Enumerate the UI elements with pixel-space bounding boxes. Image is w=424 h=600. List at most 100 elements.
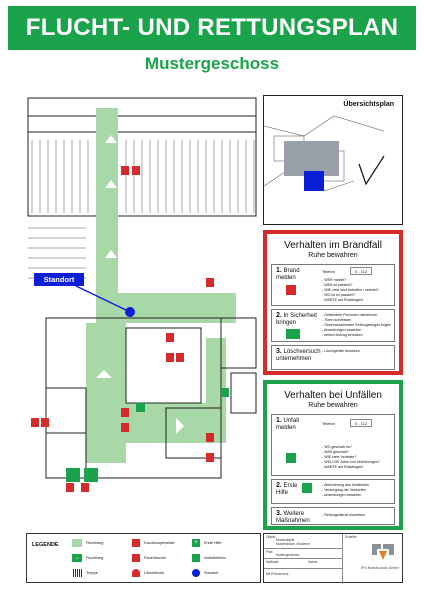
step-label-2: unternehmen [276, 356, 312, 362]
datum-label: Datum [308, 560, 318, 564]
fire-extinguisher-icon [132, 554, 140, 562]
legend: LEGENDE Fluchtweg →Fluchtweg Treppe Druc… [26, 533, 261, 583]
overview-map [264, 115, 385, 192]
step-label: In Sicherheit [283, 313, 317, 319]
list-item: WAS ist passiert? [322, 283, 391, 288]
massstab-label: Maßstab [266, 560, 279, 564]
step-number: 2. [276, 312, 282, 319]
phone-number: 0 - 112 [350, 267, 372, 275]
brandfall-subtitle: Ruhe bewahren [308, 252, 358, 259]
north-arrow-icon [358, 155, 385, 186]
step-number: 1. [276, 267, 282, 274]
list-item: WIE viele sind betroffen / verletzt? [322, 288, 391, 293]
list-item: Absicherung des Unfallortes [322, 483, 391, 488]
list-item: Versorgung der Verletzten [322, 488, 391, 493]
unfaelle-panel: Verhalten bei Unfällen Ruhe bewahren 1. … [263, 380, 403, 530]
list-item: WELCHE Arten von Verletzungen? [322, 460, 391, 465]
legend-label: Notruftelefon [204, 556, 226, 560]
brandfall-panel: Verhalten im Brandfall Ruhe bewahren 1. … [263, 230, 403, 375]
company-name: IFS Brandschutz GmbH [361, 566, 399, 570]
floor-title: Mustergeschoss [144, 54, 280, 73]
list-item: Gefährdete Personen mitnehmen [322, 313, 391, 318]
list-item: Löschgeräte benutzen [322, 349, 391, 354]
standort-label: Standort [43, 275, 75, 284]
page-title: FLUCHT- UND RETTUNGSPLAN [25, 14, 399, 41]
list-item: keinen Aufzug benutzen [322, 333, 391, 338]
list-item: WO ist es passiert? [322, 293, 391, 298]
step-number: 3. [276, 348, 282, 355]
unfaelle-subtitle: Ruhe bewahren [308, 402, 358, 409]
unfaelle-title: Verhalten bei Unfällen [284, 390, 382, 401]
legend-item: Feuerlöscher [132, 554, 166, 562]
step-list: Absicherung des Unfallortes Versorgung d… [322, 483, 391, 498]
legend-label: Treppe [86, 571, 98, 575]
legend-item: Druckknopfmelder [132, 539, 175, 547]
list-item: WER meldet? [322, 278, 391, 283]
list-item: WARTE auf Rückfragen! [322, 298, 391, 303]
legend-label: Löschdecke [144, 571, 165, 575]
step-label-2: Maßnahmen [276, 518, 310, 524]
legend-title: LEGENDE [32, 542, 59, 548]
floor-plan: Standort [26, 88, 261, 528]
step-number: 1. [276, 417, 282, 424]
list-item: Anweisungen beachten [322, 493, 391, 498]
step-label: Brand [283, 268, 300, 274]
step-label: Weitere [283, 511, 305, 517]
list-item: WAS geschah? [322, 450, 391, 455]
step-label-2: bringen [276, 320, 297, 326]
overview-title: Übersichtsplan [343, 101, 394, 108]
fire-alarm-icon [286, 285, 296, 295]
step-number: 2. [276, 482, 282, 489]
list-item: Rettungsdienst einweisen [322, 513, 391, 518]
objekt-label: Objekt [266, 535, 276, 539]
step-list: WO geschah es? WAS geschah? WIE viele Ve… [322, 445, 391, 470]
list-item: Gekennzeichneten Rettungswegen folgen [322, 323, 391, 328]
step-label: Löschversuch [283, 349, 321, 355]
legend-item: →Fluchtweg [72, 554, 103, 562]
objekt-line-1: Musterobjekt [276, 538, 295, 542]
step-label: Unfall [283, 418, 299, 424]
legend-label: Fluchtweg [86, 541, 104, 545]
phone-number: 0 - 112 [350, 419, 372, 427]
legend-label: Druckknopfmelder [144, 541, 175, 545]
standort-icon [192, 569, 200, 577]
emergency-phone-icon [192, 554, 200, 562]
step-label: Erste [283, 483, 298, 489]
legend-item: Standort [192, 569, 218, 577]
step-list: Löschgeräte benutzen [322, 349, 391, 354]
escape-route-icon [72, 539, 82, 547]
step-list: WER meldet? WAS ist passiert? WIE viele … [322, 278, 391, 303]
step-list: Gefährdete Personen mitnehmen Türen schl… [322, 313, 391, 338]
emergency-phone-icon [286, 453, 296, 463]
phone-label: Telefon [322, 269, 335, 274]
legend-item: Löschdecke [132, 569, 164, 577]
legend-item: Notruftelefon [192, 554, 226, 562]
list-item: Türen schliessen [322, 318, 391, 323]
stamp-label: Mit Prüfvermerk [266, 572, 289, 576]
floor-plan-drawing [27, 97, 257, 492]
firma-label: Ersteller [345, 535, 357, 539]
fire-blanket-icon [132, 569, 140, 577]
standort-marker [125, 307, 135, 317]
plan-value: Mustergeschoss [276, 553, 300, 557]
legend-item: Fluchtweg [72, 539, 103, 547]
step-label-2: Hilfe [276, 490, 289, 496]
brandfall-title: Verhalten im Brandfall [284, 240, 382, 251]
header-banner: FLUCHT- UND RETTUNGSPLAN [8, 6, 416, 50]
legend-label: Standort [204, 571, 219, 575]
first-aid-icon: + [192, 539, 200, 547]
objekt-line-2: Musterstraße, Musterort [276, 542, 311, 546]
list-item: WO geschah es? [322, 445, 391, 450]
step-list: Rettungsdienst einweisen [322, 513, 391, 518]
legend-item: +Erste Hilfe [192, 539, 222, 547]
overview-plan: Übersichtsplan [263, 95, 403, 225]
legend-label: Fluchtweg [86, 556, 104, 560]
legend-item: Treppe [72, 569, 98, 577]
list-item: WARTE auf Rückfragen! [322, 465, 391, 470]
